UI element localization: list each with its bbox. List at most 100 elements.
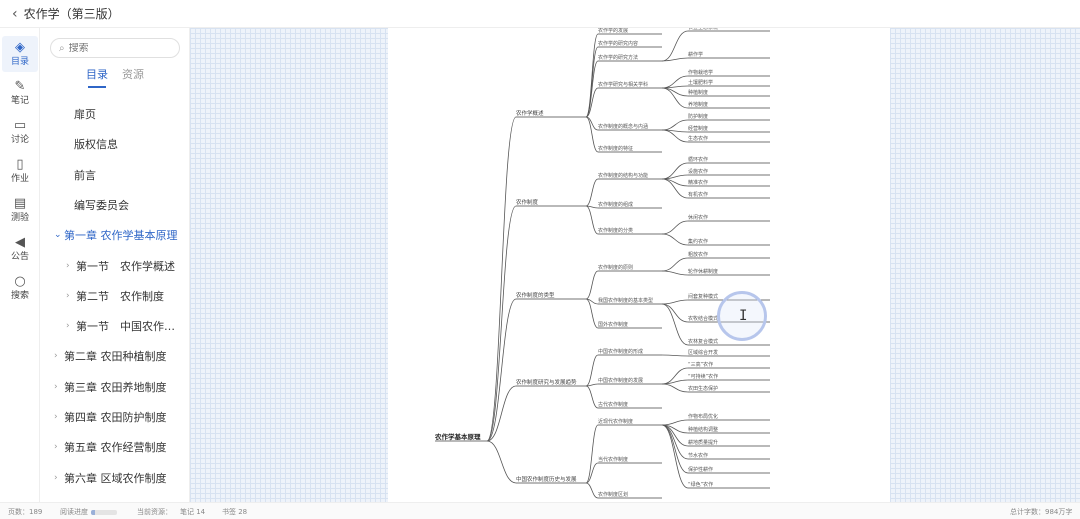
mindmap-connector: [661, 383, 689, 393]
toc-item-label: 第一节 中国农作…: [76, 320, 175, 334]
toc-item[interactable]: ›第一节 中国农作…: [40, 311, 189, 341]
toc-item[interactable]: 前言: [40, 160, 189, 190]
chevron-right-icon: ›: [54, 412, 58, 422]
search-box[interactable]: ⌕: [50, 38, 180, 58]
chevron-right-icon: ›: [66, 260, 70, 271]
toc-item[interactable]: 编写委员会: [40, 190, 189, 220]
toc-item[interactable]: › 第四章 农田防护制度: [40, 402, 189, 432]
mindmap-connector: [661, 354, 689, 357]
rail-item-6[interactable]: ○搜索: [2, 270, 38, 306]
rail-item-0[interactable]: ◈目录: [2, 36, 38, 72]
mindmap-node-label: 中国农作制度历史与发展: [516, 475, 577, 483]
mindmap-node-label: 生态农作: [688, 135, 708, 142]
status-bar: 页数：189 阅读进度 当前资源： 笔记 14 书签 28 总计字数：984万字: [0, 502, 1080, 519]
rail-item-3[interactable]: ▯作业: [2, 153, 38, 189]
mindmap-node-label: 农作制度的分类: [598, 227, 633, 234]
toc-item[interactable]: ›第一节 农作学概述: [40, 251, 189, 281]
mindmap-connector: [661, 233, 689, 246]
mindmap-node-label: 轮作休耕制度: [688, 268, 718, 275]
megaphone-icon: ◀: [15, 234, 25, 250]
status-bookmarks: 书签 28: [222, 508, 248, 516]
rail-item-5[interactable]: ◀公告: [2, 231, 38, 267]
rail-item-label: 作业: [10, 173, 29, 184]
mindmap-node-label: 农作学基本原理: [434, 432, 481, 441]
mindmap-node-label: 经营制度: [688, 125, 708, 132]
mindmap-node-label: 近现代农作制度: [598, 418, 633, 425]
mindmap-connector: [486, 298, 517, 442]
toc-item[interactable]: 版权信息: [40, 129, 189, 159]
rail-item-2[interactable]: ▭讨论: [2, 114, 38, 150]
mindmap-node-label: 农作制度的组成: [598, 201, 633, 208]
toc-item-label: 第三章 农田养地制度: [64, 380, 167, 394]
mindmap-connector: [585, 462, 599, 484]
pencil-icon: ✎: [14, 78, 26, 94]
mindmap-connector: [585, 482, 599, 499]
rail-item-4[interactable]: ▤测验: [2, 192, 38, 228]
search-input[interactable]: [68, 42, 164, 54]
mindmap-connector: [661, 87, 689, 97]
mindmap-node-label: 农作制度研究与发展趋势: [516, 378, 577, 386]
mindmap-node-label: 国外农作制度: [598, 321, 628, 328]
toc-item[interactable]: › 第六章 区域农作制度: [40, 463, 189, 493]
mindmap-node-label: 作物布局优化: [688, 413, 718, 420]
toc-item-label: 第四章 农田防护制度: [64, 411, 167, 424]
toc-item[interactable]: ›第三章 农田养地制度: [40, 372, 189, 402]
status-pages: 页数：189: [8, 508, 43, 516]
book-title: 农作学（第三版）: [23, 7, 120, 21]
rail-item-label: 讨论: [10, 134, 29, 145]
chevron-right-icon: ›: [54, 442, 58, 453]
icon-rail: ◈目录✎笔记▭讨论▯作业▤测验◀公告○搜索: [0, 28, 40, 502]
toc-item[interactable]: ›第二节 农作制度: [40, 281, 189, 311]
mindmap-connector: [585, 178, 599, 207]
mindmap-connector: [585, 424, 599, 484]
mindmap-connector: [661, 87, 689, 109]
status-total: 总计字数：984万字: [1010, 508, 1073, 516]
toc-item-label: 版权信息: [74, 138, 118, 152]
tab-resources[interactable]: 资源: [122, 68, 144, 81]
mindmap-connector: [661, 299, 689, 305]
chevron-left-icon[interactable]: ‹: [12, 5, 18, 22]
app-header: ‹ 农作学（第三版）: [0, 0, 1080, 28]
mindmap-connector: [661, 220, 689, 235]
toc-item-label: 前言: [74, 168, 96, 182]
toc-item-label: 第五章 农作经营制度: [64, 441, 167, 455]
mindmap-canvas[interactable]: 农作学基本原理农作学概述农作制度农作制度的类型农作制度研究与发展趋势中国农作制度…: [190, 28, 1080, 502]
mindmap-connector: [585, 298, 599, 329]
tab-toc[interactable]: 目录: [86, 66, 108, 88]
mindmap-connector: [661, 424, 689, 474]
toc-item[interactable]: ⌄第一章 农作学基本原理: [40, 220, 189, 250]
toc-item[interactable]: ›第二章 农田种植制度: [40, 341, 189, 371]
mindmap-connector: [486, 116, 517, 442]
layers-icon: ◈: [15, 39, 25, 55]
toc-item[interactable]: 扉页: [40, 99, 189, 129]
mindmap-node-label: 中国农作制度的发展: [598, 377, 643, 384]
mindmap-page: 农作学基本原理农作学概述农作制度农作制度的类型农作制度研究与发展趋势中国农作制度…: [388, 28, 890, 502]
mindmap-node-label: 种植制度: [688, 89, 708, 96]
test-icon: ▤: [13, 195, 27, 211]
mindmap-node-label: 农作制度的结构与功能: [598, 172, 648, 179]
mindmap-node-label: 保护性耕作: [688, 466, 713, 473]
text-cursor-icon: I: [739, 308, 748, 324]
mindmap-node-label: 种植结构调整: [688, 426, 718, 433]
chevron-down-icon: ⌄: [54, 230, 62, 241]
mindmap: 农作学基本原理农作学概述农作制度农作制度的类型农作制度研究与发展趋势中国农作制度…: [434, 28, 770, 499]
toc-item-label: 第六章 区域农作制度: [64, 471, 167, 485]
mindmap-node-label: 农作学概述: [516, 109, 544, 117]
chevron-right-icon: ›: [54, 351, 58, 362]
mindmap-connector: [486, 205, 517, 442]
mindmap-connector: [585, 383, 599, 387]
chevron-right-icon: ›: [54, 472, 58, 483]
mindmap-connector: [661, 303, 689, 323]
toc-item[interactable]: › 第五章 农作经营制度: [40, 432, 189, 462]
rail-item-label: 笔记: [10, 95, 29, 106]
toc-item-label: 第二节 农作制度: [76, 289, 164, 303]
rail-item-label: 公告: [10, 251, 29, 262]
mindmap-connector: [661, 119, 689, 131]
mindmap-connector: [585, 60, 599, 118]
mindmap-node-label: 农田生态保护: [688, 385, 718, 392]
mindmap-node-label: 耕作学: [688, 51, 703, 58]
mindmap-node-label: 农作制度的类型: [516, 291, 555, 299]
mindmap-connector: [585, 116, 599, 153]
rail-item-1[interactable]: ✎笔记: [2, 75, 38, 111]
